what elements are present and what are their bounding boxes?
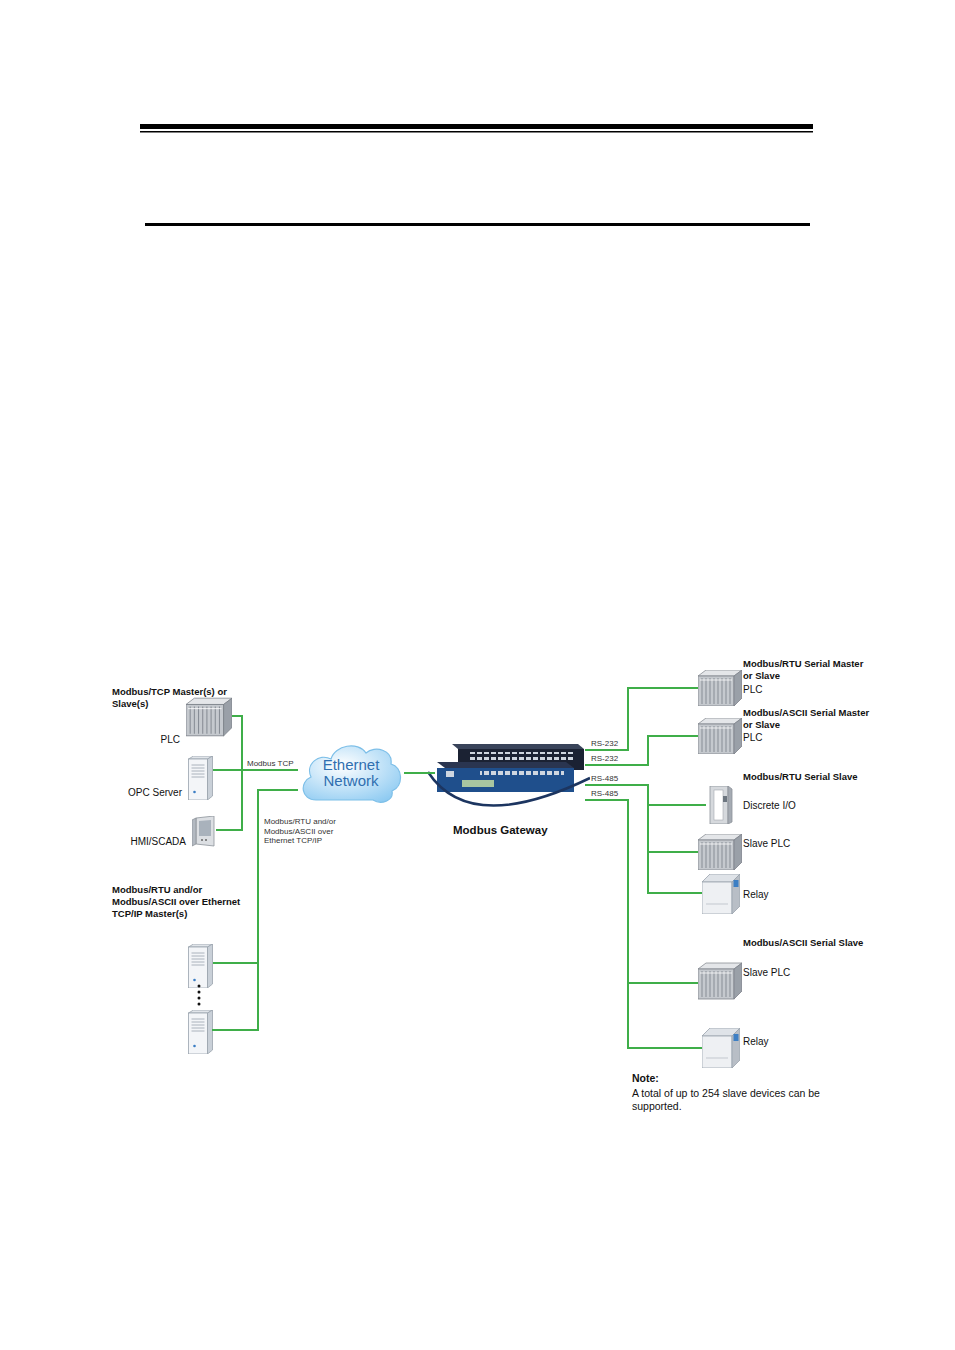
server-icon (189, 944, 213, 988)
device-label: Modbus Gateway (453, 823, 548, 837)
connector-label: Modbus/RTU and/or Modbus/ASCII over Ethe… (263, 817, 347, 846)
master-group: Modbus/RTU and/or Modbus/ASCII over Ethe… (188, 944, 213, 1054)
plc-device: Modbus/ASCII Serial SlaveSlave PLC (698, 962, 742, 1000)
device-label: Ethernet Network (315, 757, 387, 789)
device-label: Modbus/RTU and/or Modbus/ASCII over Ethe… (112, 884, 247, 920)
network-cloud: Ethernet Network (298, 740, 404, 805)
device-heading: Modbus/RTU Serial Master or Slave (743, 658, 873, 682)
top-rule-thin (140, 131, 813, 133)
connector (213, 790, 298, 963)
relay-icon (702, 1028, 740, 1068)
ellipsis-dots (198, 985, 201, 1006)
connector (232, 716, 298, 770)
plc-device: Modbus/ASCII Serial Master or SlavePLC (698, 718, 742, 754)
note-text: A total of up to 254 slave devices can b… (632, 1087, 827, 1113)
device-heading: Modbus/ASCII Serial Master or Slave (743, 707, 873, 731)
plc-device: Modbus/RTU Serial Master or SlavePLC (698, 670, 742, 706)
device-label: Discrete I/O (743, 800, 796, 813)
connector (585, 785, 706, 805)
gateway-front-unit (437, 768, 574, 792)
plc-icon (698, 834, 742, 870)
relay-icon (702, 874, 740, 914)
connector (585, 736, 698, 765)
plc-icon (698, 963, 742, 999)
connector-label: RS-232 (590, 739, 619, 749)
device-label: Relay (743, 889, 769, 902)
server-stub-wire (212, 963, 258, 1030)
relay-device: Relay (702, 874, 740, 914)
connector (404, 772, 435, 774)
dot (198, 997, 201, 1000)
relay-device: Relay (702, 1028, 740, 1068)
gateway-port (446, 771, 454, 777)
discrete-io: Modbus/RTU Serial SlaveDiscrete I/O (706, 786, 734, 824)
device-label: OPC Server (128, 787, 182, 800)
device-heading: Modbus/RTU Serial Slave (743, 771, 873, 783)
plc-icon (698, 670, 742, 706)
plc-icon (698, 718, 742, 754)
dot (198, 985, 201, 988)
device-label: Slave PLC (743, 967, 790, 980)
connector (585, 800, 698, 983)
gateway-front-top (437, 762, 574, 768)
connector (585, 785, 702, 893)
dot (198, 991, 201, 994)
opc-server: OPC Server (188, 756, 213, 800)
gateway-ports (470, 752, 575, 760)
gateway: Modbus Gateway (435, 742, 585, 804)
plc-device: Slave PLC (698, 834, 742, 870)
connector (585, 785, 698, 852)
hmi-panel: HMI/SCADA (192, 816, 216, 848)
server-icon (189, 756, 213, 800)
device-label: PLC (743, 732, 762, 745)
connector (585, 688, 698, 750)
top-rule (140, 124, 813, 129)
group-heading: Modbus/TCP Master(s) or Slave(s) (112, 686, 237, 710)
connector (585, 800, 702, 1048)
note-heading: Note: (632, 1072, 659, 1085)
cloud-outline (303, 746, 400, 802)
device-label: PLC (161, 734, 180, 747)
plc-device: PLC (186, 697, 232, 737)
gateway-lcd (462, 780, 494, 787)
connector-label: RS-232 (590, 754, 619, 764)
plc-icon (186, 698, 232, 736)
connector-label: RS-485 (590, 789, 619, 799)
gateway-front-ports (480, 770, 564, 777)
device-label: HMI/SCADA (130, 836, 186, 849)
gateway-illustration (428, 744, 590, 806)
device-label: Relay (743, 1036, 769, 1049)
device-label: PLC (743, 684, 762, 697)
connector-label: RS-485 (590, 774, 619, 784)
connector-label: Modbus TCP (246, 759, 295, 769)
dot (198, 1003, 201, 1006)
gateway-swoosh (428, 772, 590, 806)
hmi-icon (192, 816, 214, 846)
server-icon (189, 1010, 213, 1054)
mid-rule (145, 223, 810, 226)
gateway-back-top (452, 744, 584, 749)
device-heading: Modbus/ASCII Serial Slave (743, 937, 873, 949)
discrete-io-icon (710, 786, 732, 824)
device-label: Slave PLC (743, 838, 790, 851)
